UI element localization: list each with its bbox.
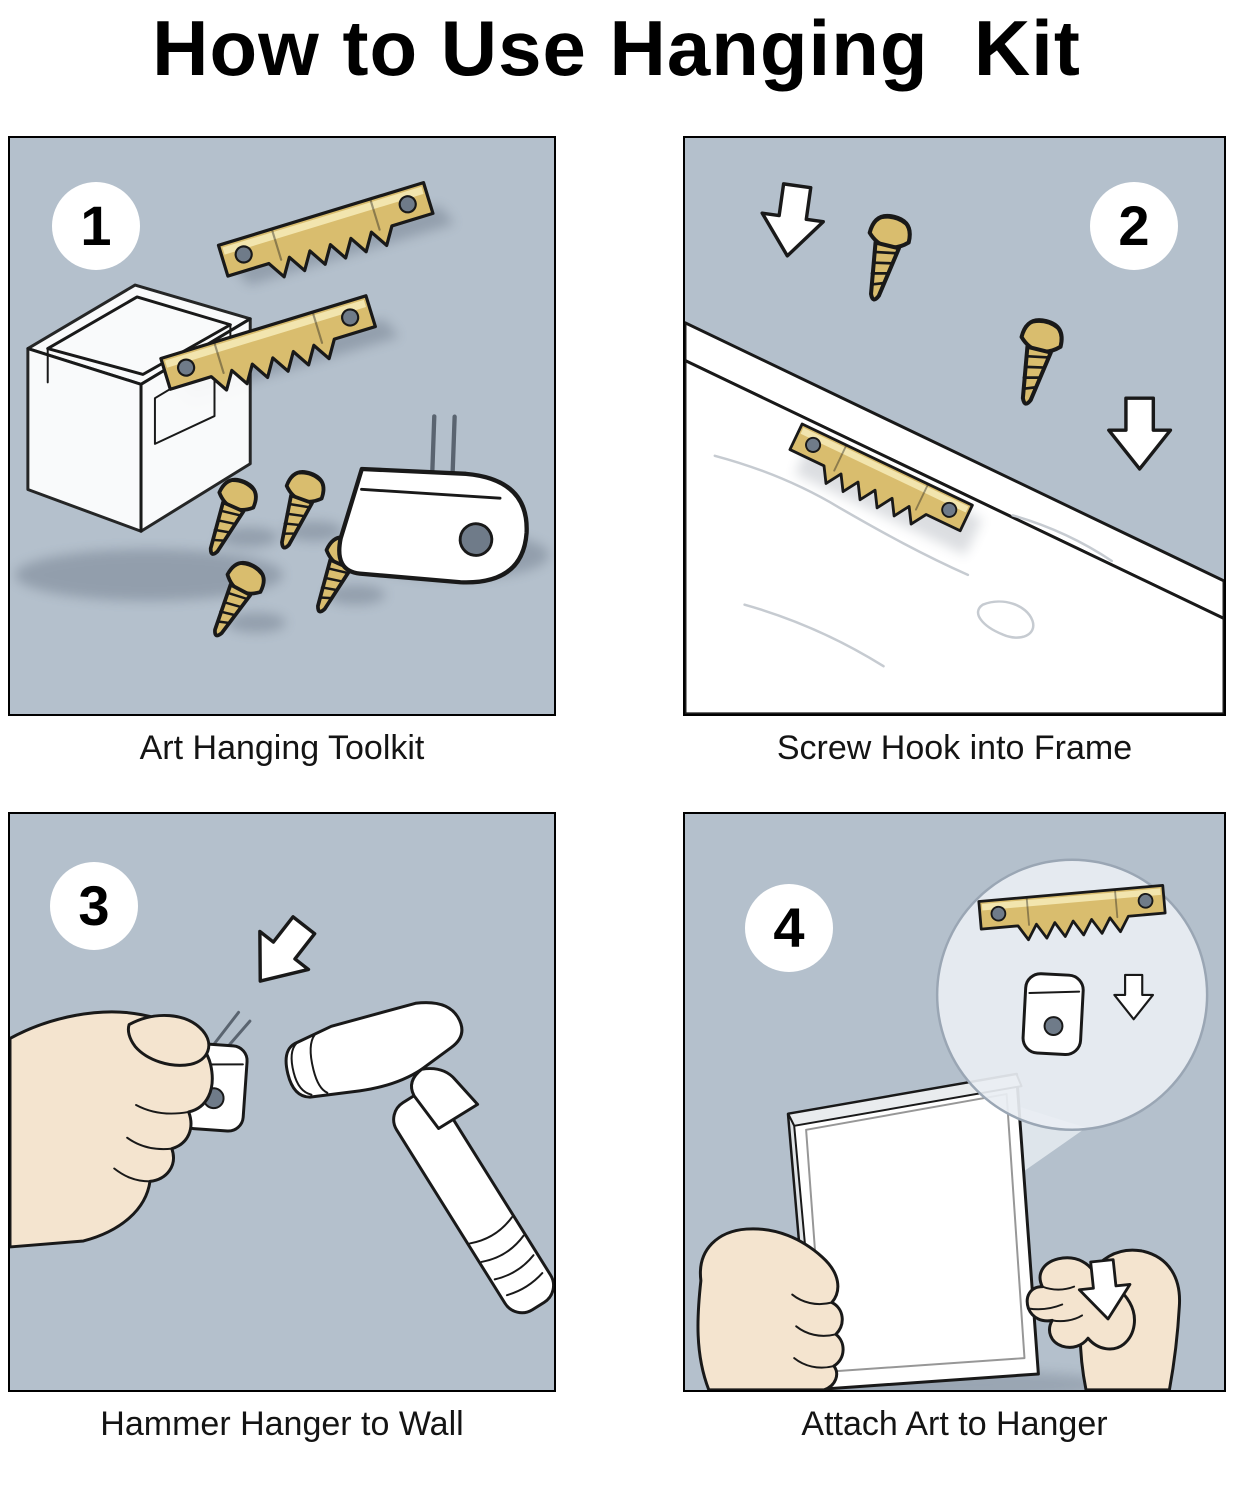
instruction-sheet: How to Use Hanging Kit — [0, 4, 1233, 1487]
steps-grid: 1 Art Hanging Toolkit — [0, 135, 1233, 1487]
step-2-caption: Screw Hook into Frame — [776, 728, 1133, 767]
step-2: 2 Screw Hook into Frame — [683, 135, 1226, 812]
step-4-caption: Attach Art to Hanger — [801, 1404, 1108, 1443]
step-number-badge: 4 — [745, 883, 833, 972]
step-4-illustration — [696, 858, 1209, 1390]
step-2-illustration — [685, 179, 1224, 714]
art-frame-illustration — [786, 1072, 1040, 1390]
hammer-illustration — [284, 1000, 554, 1314]
step-3: 3 Hammer Hanger to Wall — [8, 811, 556, 1487]
left-hand-illustration — [696, 1227, 845, 1390]
screw-icon — [854, 212, 914, 304]
step-4-panel: 4 — [683, 811, 1226, 1392]
step-1-illustration — [14, 180, 550, 646]
step-number-badge: 3 — [50, 861, 138, 950]
step-1-panel: 1 — [8, 135, 556, 716]
down-left-arrow-icon — [234, 904, 330, 1002]
wall-hanger-icon — [336, 402, 543, 598]
step-1: 1 Art Hanging Toolkit — [8, 135, 556, 812]
step-3-illustration — [10, 904, 554, 1314]
step-4: 4 Attach Art to Hanger — [683, 811, 1226, 1487]
step-number-badge: 1 — [52, 181, 140, 270]
step-2-panel: 2 — [683, 135, 1226, 716]
screw-icon — [1006, 316, 1066, 408]
hand-illustration — [10, 1010, 214, 1249]
step-3-caption: Hammer Hanger to Wall — [100, 1404, 464, 1443]
page-title: How to Use Hanging Kit — [152, 4, 1081, 92]
step-1-caption: Art Hanging Toolkit — [139, 728, 425, 767]
magnifier-detail — [935, 858, 1209, 1131]
step-3-panel: 3 — [8, 811, 556, 1392]
down-arrow-icon — [1107, 396, 1173, 471]
down-arrow-icon — [755, 179, 830, 262]
step-number-badge: 2 — [1090, 181, 1178, 270]
wall-hanger-icon — [1021, 971, 1085, 1056]
toolbox-illustration — [26, 283, 252, 533]
